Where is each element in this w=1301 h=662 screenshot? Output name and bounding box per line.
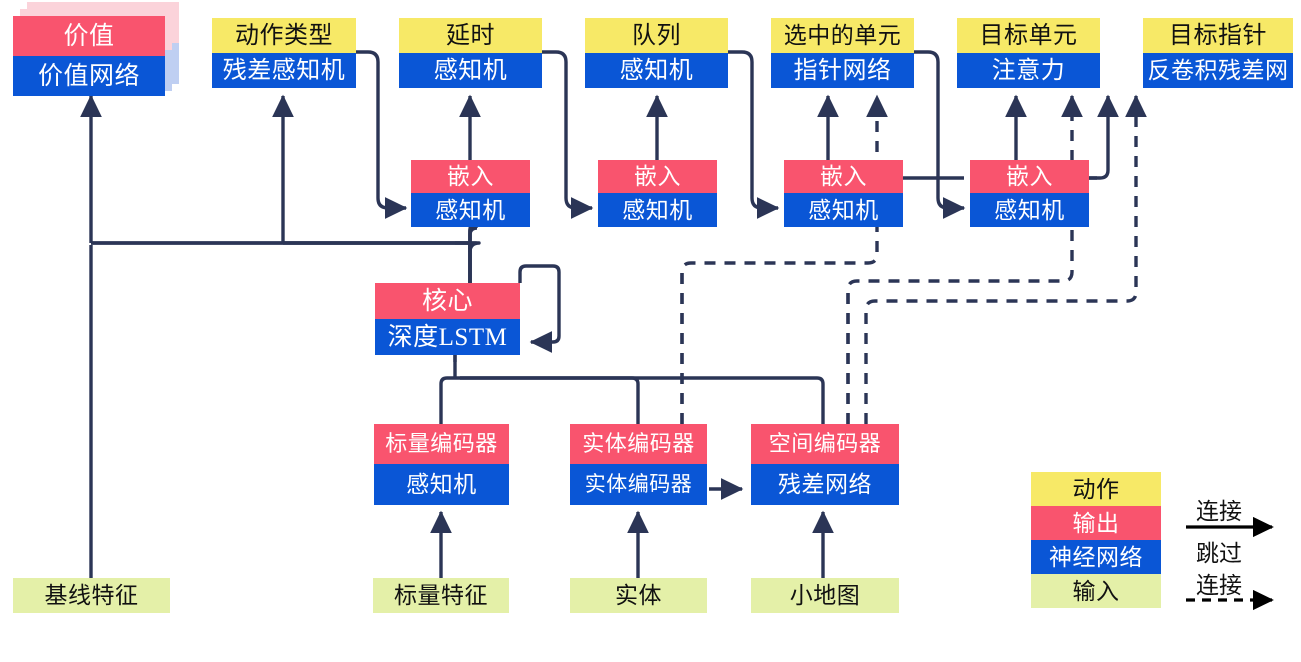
input-baseline-features[interactable]: 基线特征	[13, 578, 170, 613]
embedding-queued-output: 嵌入	[598, 160, 717, 193]
head-queued-network: 感知机	[585, 53, 728, 88]
legend-band-network: 神经网络	[1031, 540, 1161, 574]
head-action-type-action: 动作类型	[212, 18, 356, 53]
legend-skip-label-line1: 跳过	[1196, 541, 1242, 566]
embedding-delay[interactable]: 嵌入 感知机	[411, 160, 530, 227]
head-delay-action: 延时	[399, 18, 542, 53]
head-queued[interactable]: 队列 感知机	[585, 18, 728, 88]
encoder-entity-output: 实体编码器	[570, 424, 707, 464]
encoder-entity-network: 实体编码器	[570, 464, 707, 505]
encoder-scalar-network: 感知机	[374, 464, 509, 505]
encoder-scalar[interactable]: 标量编码器 感知机	[374, 424, 509, 505]
core-node[interactable]: 核心 深度LSTM	[375, 283, 520, 355]
input-scalar-features-label: 标量特征	[373, 578, 509, 613]
legend-band-output: 输出	[1031, 506, 1161, 540]
input-scalar-features[interactable]: 标量特征	[373, 578, 509, 613]
head-selected-units[interactable]: 选中的单元 指针网络	[771, 18, 914, 88]
input-entities-label: 实体	[570, 578, 707, 613]
head-target-unit[interactable]: 目标单元 注意力	[957, 18, 1100, 88]
encoder-spatial-output: 空间编码器	[751, 424, 899, 464]
core-network: 深度LSTM	[375, 319, 520, 355]
head-value-network: 价值网络	[13, 56, 165, 96]
head-target-point-network: 反卷积残差网	[1143, 53, 1293, 88]
embedding-selected-units[interactable]: 嵌入 感知机	[784, 160, 903, 227]
embedding-delay-output: 嵌入	[411, 160, 530, 193]
head-selected-units-action: 选中的单元	[771, 18, 914, 53]
head-target-point[interactable]: 目标指针 反卷积残差网	[1143, 18, 1293, 88]
embedding-selected-units-output: 嵌入	[784, 160, 903, 193]
embedding-target-unit[interactable]: 嵌入 感知机	[970, 160, 1089, 227]
head-target-unit-action: 目标单元	[957, 18, 1100, 53]
legend-band-action: 动作	[1031, 472, 1161, 506]
head-value[interactable]: 价值 价值网络	[13, 16, 165, 96]
input-minimap-label: 小地图	[751, 578, 899, 613]
embedding-delay-network: 感知机	[411, 193, 530, 227]
legend-color-key: 动作 输出 神经网络 输入	[1031, 472, 1161, 608]
legend-connection-label: 连接	[1196, 499, 1242, 524]
input-baseline-features-label: 基线特征	[13, 578, 170, 613]
core-output: 核心	[375, 283, 520, 319]
head-value-action: 价值	[13, 16, 165, 56]
encoder-spatial[interactable]: 空间编码器 残差网络	[751, 424, 899, 505]
embedding-queued-network: 感知机	[598, 193, 717, 227]
head-action-type[interactable]: 动作类型 残差感知机	[212, 18, 356, 88]
input-entities[interactable]: 实体	[570, 578, 707, 613]
head-action-type-network: 残差感知机	[212, 53, 356, 88]
embedding-queued[interactable]: 嵌入 感知机	[598, 160, 717, 227]
head-selected-units-network: 指针网络	[771, 53, 914, 88]
encoder-spatial-network: 残差网络	[751, 464, 899, 505]
head-target-point-action: 目标指针	[1143, 18, 1293, 53]
embedding-target-unit-network: 感知机	[970, 193, 1089, 227]
legend-skip-label-line2: 连接	[1196, 573, 1242, 598]
encoder-scalar-output: 标量编码器	[374, 424, 509, 464]
input-minimap[interactable]: 小地图	[751, 578, 899, 613]
head-delay[interactable]: 延时 感知机	[399, 18, 542, 88]
embedding-target-unit-output: 嵌入	[970, 160, 1089, 193]
embedding-selected-units-network: 感知机	[784, 193, 903, 227]
encoder-entity[interactable]: 实体编码器 实体编码器	[570, 424, 707, 505]
head-queued-action: 队列	[585, 18, 728, 53]
head-delay-network: 感知机	[399, 53, 542, 88]
head-target-unit-network: 注意力	[957, 53, 1100, 88]
legend-band-input: 输入	[1031, 574, 1161, 608]
